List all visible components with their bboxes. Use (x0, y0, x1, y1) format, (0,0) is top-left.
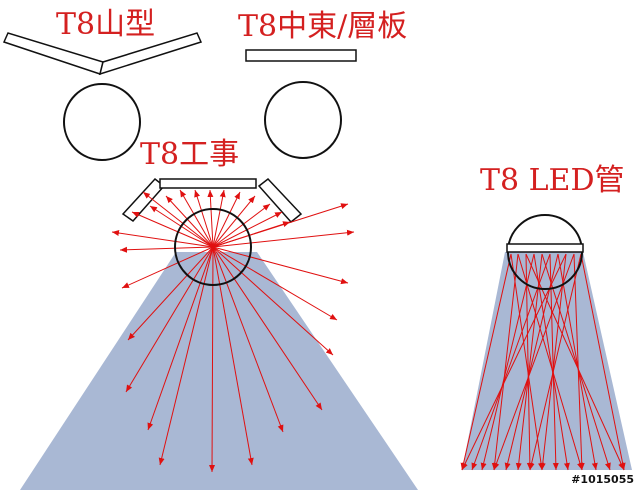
industrial-ray (119, 246, 214, 253)
center-shelf-label: T8中東/層板 (238, 9, 408, 44)
led-ray (549, 253, 559, 471)
led-ray (504, 253, 559, 471)
industrial-ray (212, 246, 254, 466)
industrial-ray (142, 191, 214, 248)
led-tube-top (509, 216, 581, 245)
led-ray (541, 253, 611, 471)
industrial-beam-cone (20, 252, 418, 490)
led-ray (515, 253, 543, 471)
industrial-ray (131, 211, 214, 248)
industrial-ray (212, 246, 334, 356)
led-ray (460, 253, 512, 471)
industrial-ray (212, 229, 355, 248)
led-ray (461, 253, 567, 471)
industrial-ray (212, 246, 349, 285)
led-ray (471, 253, 551, 471)
led-ray (580, 253, 626, 471)
industrial-ray (165, 195, 214, 248)
led-ray (510, 253, 544, 471)
industrial-ray (121, 246, 214, 289)
led-label: T8 LED管 (480, 163, 625, 198)
industrial-ray (212, 246, 284, 433)
led-ray (491, 253, 519, 471)
led-ray (525, 253, 625, 471)
industrial-ray (194, 189, 214, 248)
industrial-ray (179, 189, 214, 248)
led-ray (525, 253, 533, 471)
center-tube (264, 81, 342, 159)
led-ray (533, 253, 570, 471)
led-ray (517, 253, 583, 471)
center-shelf-fixture (245, 49, 357, 159)
led-light-rays (460, 253, 626, 471)
led-ray (539, 253, 567, 471)
industrial-ray (212, 246, 338, 321)
industrial-ray (212, 189, 226, 248)
industrial-ray (212, 221, 291, 248)
led-ray (493, 253, 575, 471)
industrial-ray (127, 246, 214, 341)
industrial-tube (174, 208, 252, 286)
mountain-label: T8山型 (56, 7, 156, 42)
watermark: #1015055 (571, 473, 634, 486)
industrial-ray (111, 230, 214, 248)
industrial-ray (147, 246, 214, 431)
industrial-ray (212, 246, 323, 411)
mountain-fixture (2, 32, 203, 161)
led-ray (480, 253, 535, 471)
mountain-tube (63, 83, 141, 161)
industrial-ray (125, 246, 214, 393)
industrial-fixture (111, 177, 355, 473)
led-ray (557, 253, 598, 471)
led-strip (506, 243, 584, 253)
industrial-ray (212, 195, 256, 248)
led-ray (573, 253, 585, 471)
industrial-ray (212, 191, 241, 248)
led-beam-cone (462, 252, 632, 470)
industrial-ray (212, 203, 271, 248)
led-fixture (460, 214, 626, 471)
industrial-ray (207, 189, 214, 248)
led-ray (528, 253, 582, 471)
industrial-label: T8工事 (140, 137, 240, 172)
